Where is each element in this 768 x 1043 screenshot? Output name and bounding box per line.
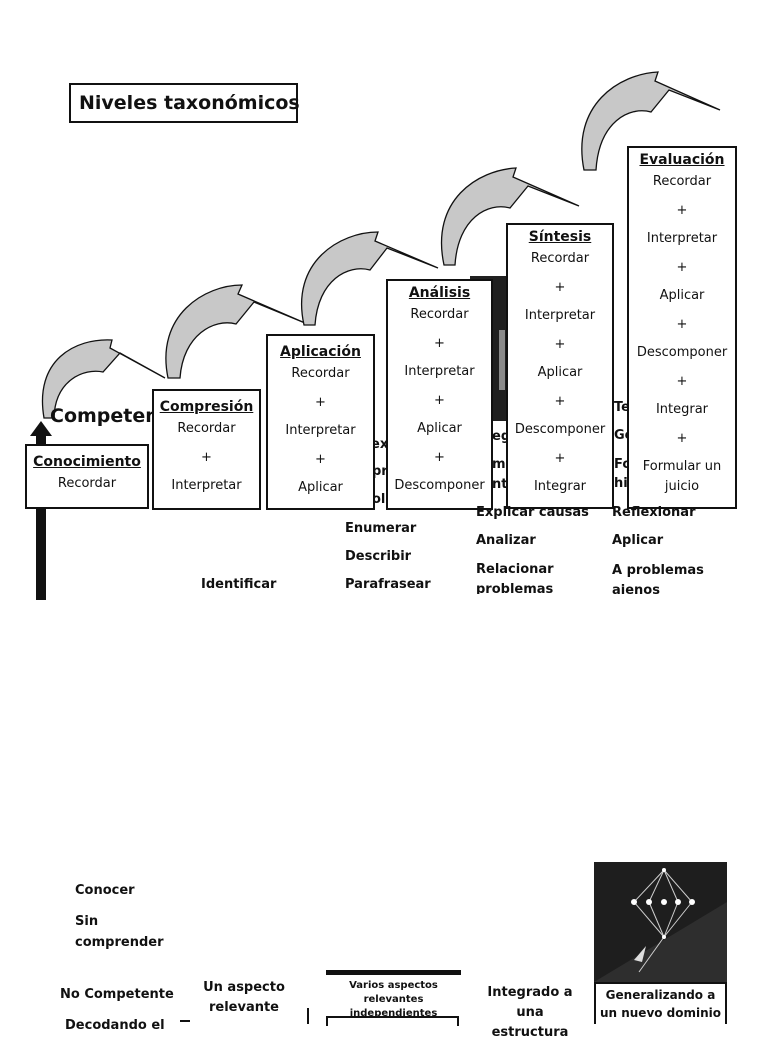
- level-box-evaluacion: Evaluación Recordar + Interpretar + Apli…: [627, 146, 737, 509]
- level-line: +: [434, 392, 445, 408]
- level-heading: Síntesis: [528, 229, 592, 245]
- level-line: +: [676, 259, 688, 275]
- label-un-aspecto: Un aspecto relevante: [203, 980, 285, 1015]
- fragment-text: Te: [614, 400, 630, 415]
- level-line: Recordar: [177, 421, 236, 436]
- label-cut-text: Decodando el: [65, 1018, 165, 1033]
- network-graph-icon: [594, 862, 727, 982]
- level-line: Interpretar: [524, 308, 596, 323]
- level-line: +: [554, 279, 566, 295]
- generalizando-box: Generalizando a un nuevo dominio: [594, 982, 727, 1024]
- level-line: +: [201, 449, 212, 465]
- divider-line: [307, 1008, 309, 1024]
- level-line: Interpretar: [646, 231, 718, 246]
- level-line: Descomponer: [636, 345, 728, 360]
- level-line: Aplicar: [298, 480, 343, 495]
- label-sin-comprender: Sin comprender: [75, 914, 164, 950]
- fragment-text: eg: [492, 429, 511, 444]
- verb-item: Explicar causas: [476, 505, 589, 520]
- level-line: Recordar: [410, 307, 469, 322]
- verb-item: Analizar: [476, 533, 536, 548]
- fragment-text: ex: [371, 437, 389, 452]
- level-heading: Aplicación: [280, 344, 361, 360]
- varios-frame: [326, 1016, 459, 1026]
- level-line: +: [676, 316, 688, 332]
- verb-item: Relacionar problemas: [476, 562, 554, 594]
- level-line: Interpretar: [404, 364, 475, 379]
- fragment-text: nt: [492, 477, 508, 492]
- label-integrado: Integrado a una estructura: [487, 985, 573, 1040]
- fragment-text: pr: [372, 464, 388, 479]
- level-line: +: [676, 373, 688, 389]
- level-line: Aplicar: [659, 288, 705, 303]
- network-image: [594, 862, 727, 982]
- verb-identificar: Identificar: [201, 577, 277, 592]
- level-heading: Compresión: [159, 399, 254, 415]
- level-box-aplicacion: Aplicación Recordar + Interpretar + Apli…: [266, 334, 375, 510]
- level-line: +: [434, 449, 445, 465]
- level-box-analisis: Análisis Recordar + Interpretar + Aplica…: [386, 279, 493, 510]
- verb-item: Enumerar: [345, 521, 417, 536]
- curved-arrow-icon: [581, 71, 721, 171]
- curved-arrow-icon: [165, 284, 306, 379]
- page-title: Niveles taxonómicos: [79, 92, 300, 114]
- level-box-conocimiento: Conocimiento Recordar: [25, 444, 149, 509]
- level-line: +: [434, 335, 445, 351]
- level-line: Recordar: [291, 366, 350, 381]
- level-box-sintesis: Síntesis Recordar + Interpretar + Aplica…: [506, 223, 614, 509]
- curved-arrow-icon: [301, 231, 439, 326]
- verb-item: Parafrasear: [345, 577, 431, 592]
- level-line: Integrar: [533, 479, 587, 494]
- level-line: +: [676, 430, 688, 446]
- label-no-competente: No Competente: [60, 987, 174, 1002]
- level-line: Formular un juicio: [642, 459, 722, 494]
- level-line: +: [315, 394, 326, 410]
- label-conocer: Conocer: [75, 883, 135, 898]
- level-line: Aplicar: [417, 421, 462, 436]
- fragment-text: m: [492, 457, 506, 472]
- level-line: Descomponer: [514, 422, 606, 437]
- level-line: +: [554, 336, 566, 352]
- level-line: +: [315, 451, 326, 467]
- fragment-text: Fo: [614, 457, 632, 472]
- level-line: +: [554, 450, 566, 466]
- level-line: Recordar: [652, 174, 712, 189]
- curved-arrow-icon: [41, 339, 166, 419]
- level-line: Interpretar: [171, 478, 242, 493]
- small-square: [180, 1020, 190, 1022]
- level-box-compresion: Compresión Recordar + Interpretar: [152, 389, 261, 510]
- fragment-text: ol: [372, 492, 386, 507]
- level-line: +: [554, 393, 566, 409]
- verb-item: Describir: [345, 549, 412, 564]
- verb-item: Aplicar: [612, 533, 664, 548]
- level-line: +: [676, 202, 688, 218]
- level-heading: Conocimiento: [33, 454, 141, 470]
- level-heading: Análisis: [408, 285, 471, 301]
- title-box: Niveles taxonómicos: [69, 83, 300, 123]
- label-generalizando: Generalizando a un nuevo dominio: [599, 988, 722, 1020]
- verb-item: Reflexionar: [612, 505, 696, 520]
- curved-arrow-icon: [441, 167, 580, 266]
- varios-box: Varios aspectos relevantes independiente…: [326, 970, 461, 1026]
- level-line: Integrar: [655, 402, 709, 417]
- competence-label: Competen: [50, 405, 159, 427]
- level-line: Descomponer: [394, 478, 485, 493]
- level-line: Aplicar: [537, 365, 583, 380]
- level-line: Interpretar: [285, 423, 356, 438]
- level-line: Recordar: [57, 476, 117, 491]
- verb-item: A problemas ajenos: [612, 563, 704, 594]
- label-varios: Varios aspectos relevantes independiente…: [349, 980, 438, 1019]
- level-line: Recordar: [530, 251, 590, 266]
- level-heading: Evaluación: [639, 152, 725, 168]
